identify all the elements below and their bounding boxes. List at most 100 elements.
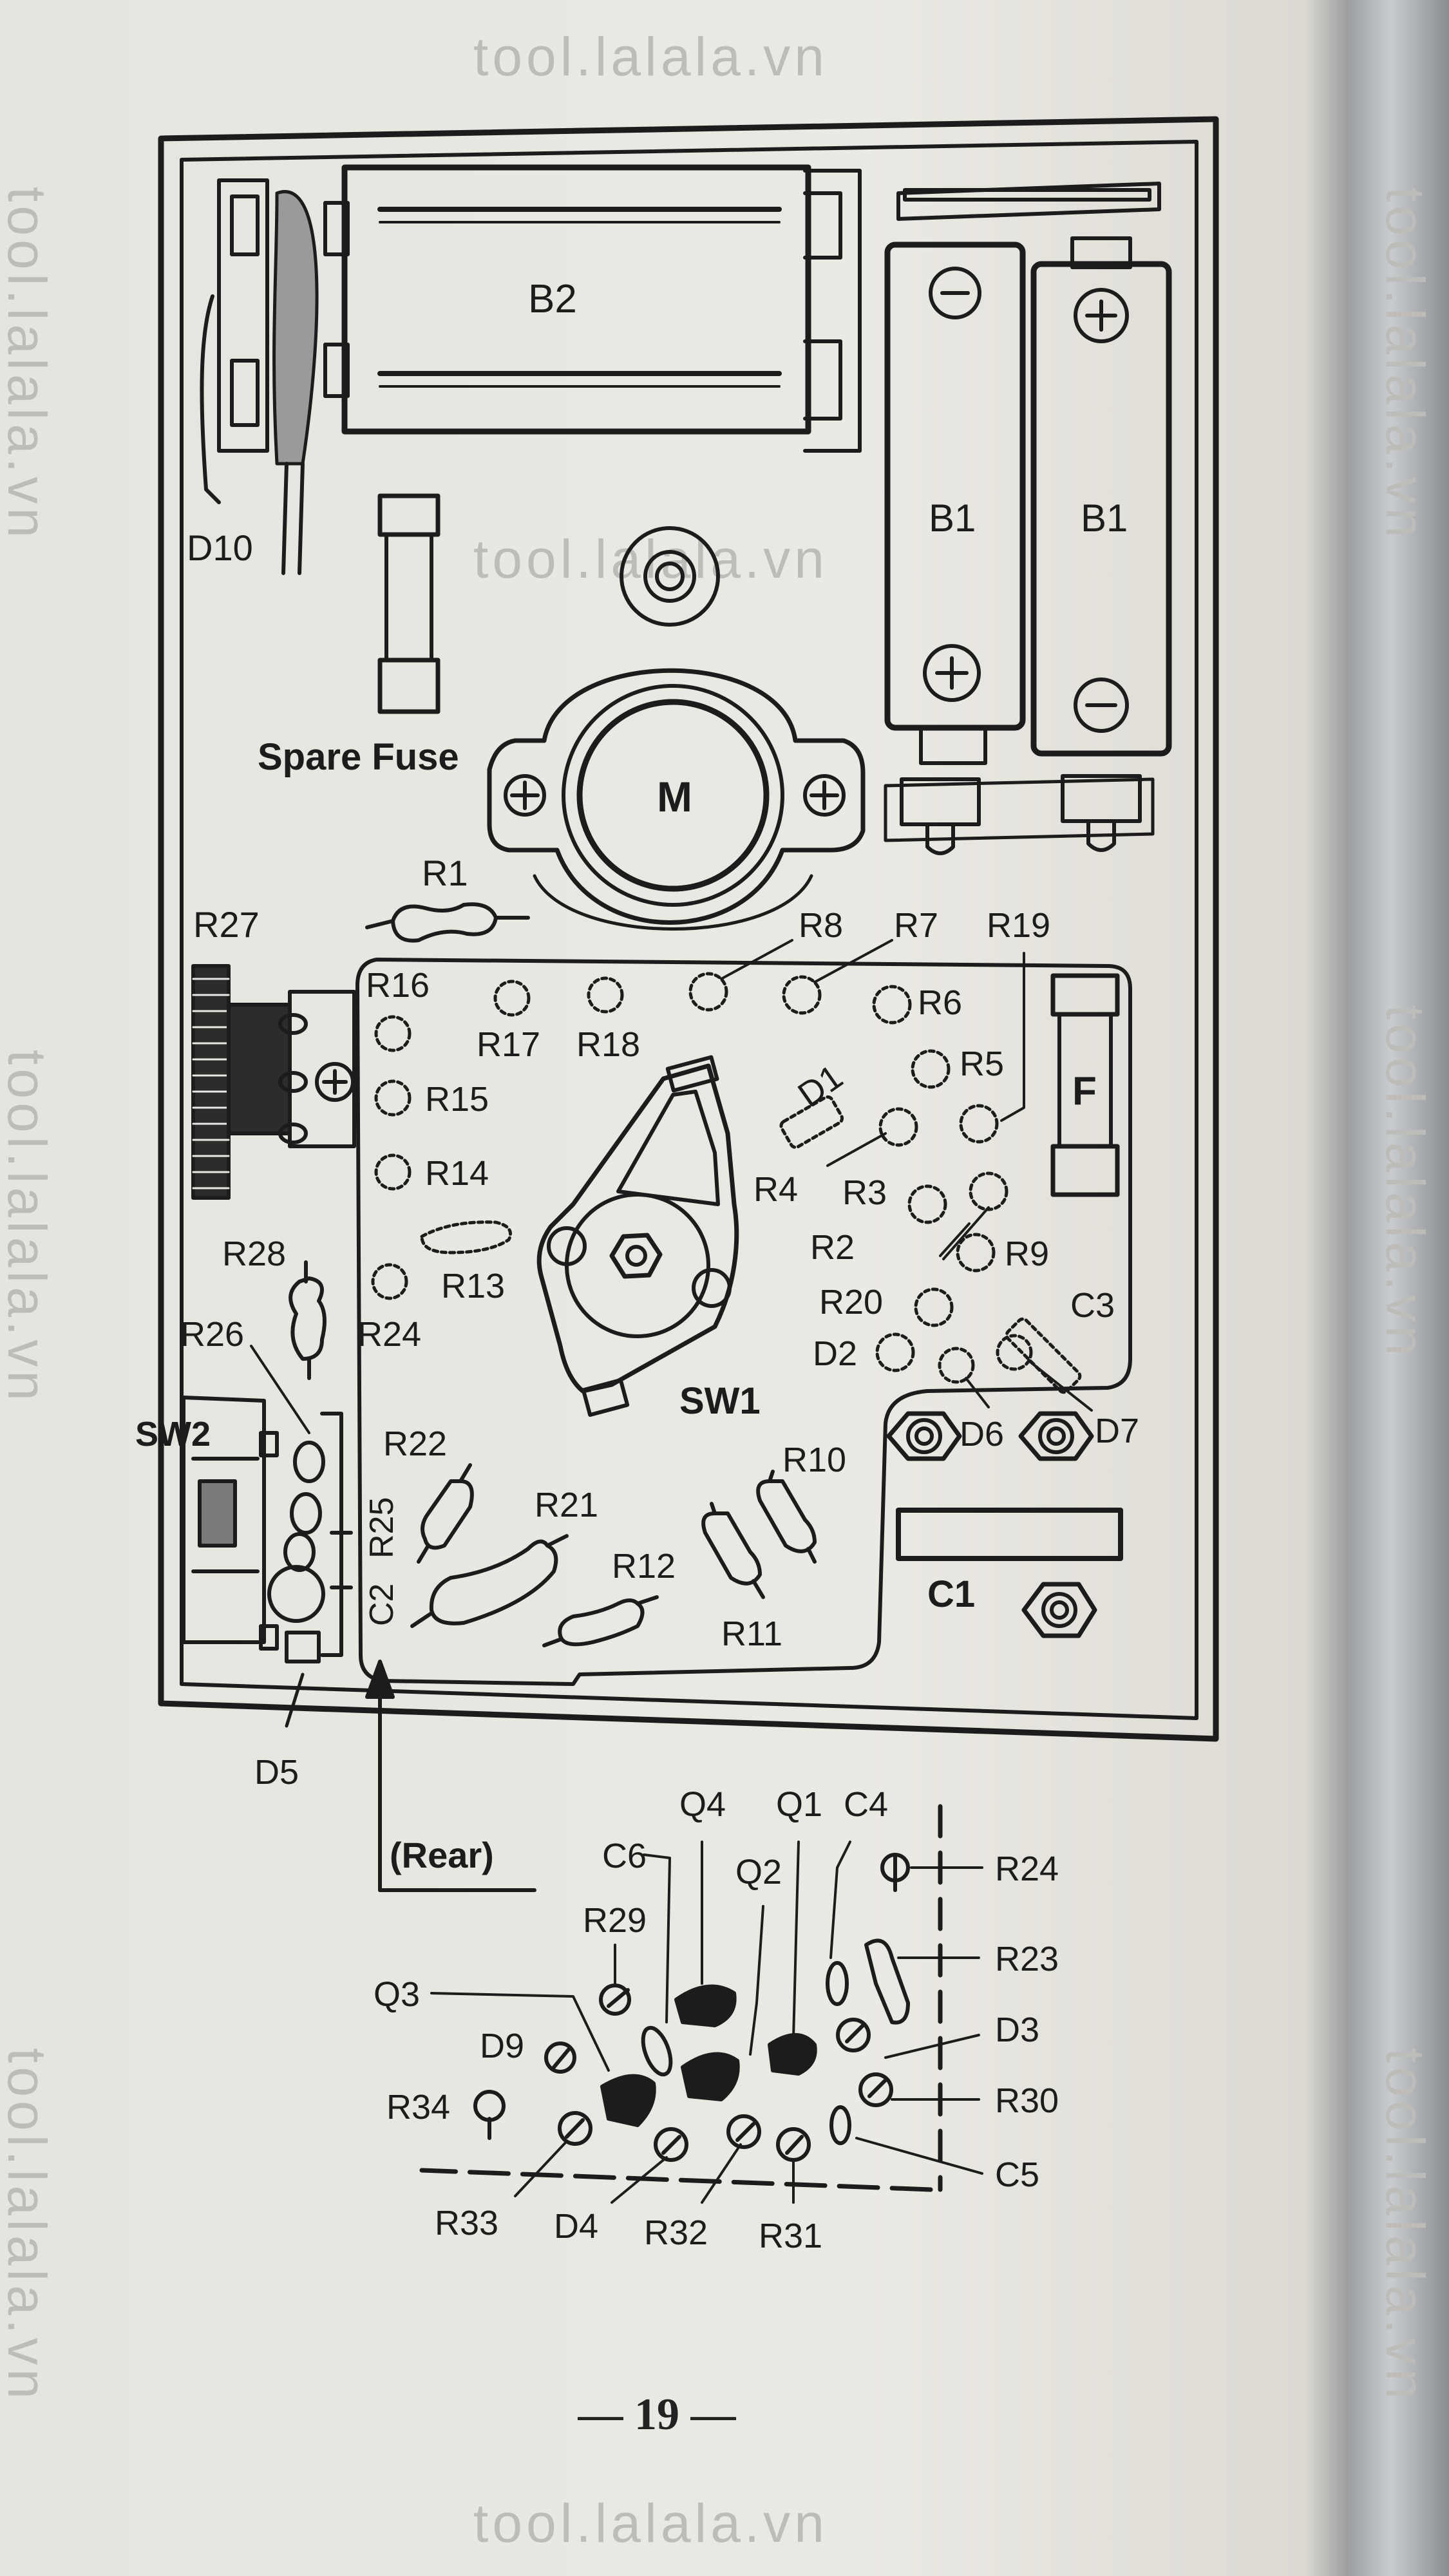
- label-d6: D6: [960, 1415, 1004, 1454]
- label-r6: R6: [918, 983, 962, 1022]
- pad-r2: [969, 1171, 1009, 1211]
- label-d7: D7: [1095, 1412, 1139, 1450]
- label-r1: R1: [422, 853, 468, 893]
- label-b2: B2: [528, 277, 577, 321]
- label-r24-upper: R24: [357, 1315, 421, 1354]
- leader-d5: [285, 1672, 305, 1728]
- label-m: M: [657, 773, 692, 820]
- label-r10: R10: [782, 1441, 846, 1479]
- label-c4: C4: [844, 1785, 888, 1824]
- battery-b1-right: [1030, 236, 1172, 757]
- label-rear: (Rear): [390, 1835, 494, 1875]
- label-r21: R21: [535, 1486, 598, 1524]
- capacitor-c1: [896, 1508, 1123, 1561]
- rear-leader-lines: [430, 1841, 983, 2204]
- resistor-r22: [417, 1463, 474, 1564]
- pad-r16: [374, 1015, 412, 1052]
- label-r28: R28: [222, 1235, 286, 1273]
- resistor-r11: [701, 1502, 765, 1599]
- watermark-mid: tool.lalala.vn: [473, 529, 828, 589]
- resistor-r21: [410, 1534, 569, 1628]
- label-d5: D5: [254, 1753, 299, 1792]
- capacitor-c4: [826, 1961, 849, 2006]
- capacitor-c5: [829, 2105, 851, 2145]
- lead-d9: [544, 2041, 576, 2074]
- resistor-r23: [864, 1938, 910, 2025]
- solder-pads: [371, 972, 1082, 1394]
- resistor-r1: [365, 902, 530, 943]
- pad-r14: [374, 1153, 412, 1191]
- label-r17: R17: [477, 1025, 540, 1064]
- fuse-f: [1050, 973, 1120, 1197]
- battery-b1-left: [884, 242, 1026, 765]
- label-r32: R32: [644, 2213, 708, 2252]
- label-b1-left: B1: [929, 497, 976, 540]
- resistor-r10: [756, 1470, 817, 1564]
- label-r33: R33: [435, 2204, 498, 2242]
- label-d9: D9: [480, 2027, 524, 2065]
- pad-r5: [911, 1049, 951, 1089]
- switch-sw1: [536, 1055, 739, 1417]
- leader-lines: [720, 939, 1093, 1412]
- label-r15: R15: [425, 1080, 489, 1119]
- pad-r13: [420, 1220, 512, 1255]
- label-r26: R26: [180, 1315, 244, 1354]
- label-r19: R19: [987, 906, 1050, 945]
- label-sw1: SW1: [679, 1380, 761, 1422]
- resistor-r28: [289, 1260, 327, 1380]
- post: [620, 526, 720, 627]
- label-r30: R30: [995, 2081, 1059, 2120]
- label-c6: C6: [602, 1837, 647, 1875]
- label-r24-lower: R24: [995, 1850, 1059, 1888]
- pad-r17: [493, 980, 531, 1017]
- transistor-q4: [674, 1984, 737, 2027]
- label-b1-right: B1: [1081, 497, 1128, 540]
- label-c1: C1: [927, 1573, 975, 1615]
- label-r11: R11: [721, 1615, 782, 1653]
- case-outline: [158, 116, 1219, 1742]
- resistor-r12: [542, 1595, 659, 1647]
- label-r31: R31: [759, 2217, 822, 2255]
- lead-r30: [858, 2072, 893, 2107]
- pad-d1: [779, 1095, 844, 1149]
- label-r3: R3: [842, 1173, 887, 1212]
- pad-r19: [959, 1104, 999, 1144]
- label-q1: Q1: [776, 1785, 822, 1824]
- nut-d7: [1018, 1411, 1094, 1461]
- lead-d4: [654, 2127, 688, 2162]
- parts-r26-r25-c2: [267, 1412, 353, 1663]
- pad-r6: [872, 985, 912, 1025]
- label-r25: R25: [363, 1497, 401, 1558]
- label-d2: D2: [813, 1334, 857, 1373]
- nut-c1: [1021, 1582, 1097, 1638]
- switch-sw2: [182, 1396, 279, 1651]
- lead-r33: [558, 2111, 592, 2146]
- watermark-top: tool.lalala.vn: [473, 26, 828, 87]
- label-r18: R18: [576, 1025, 640, 1064]
- label-r12: R12: [612, 1547, 676, 1586]
- label-r13: R13: [441, 1267, 505, 1305]
- pad-r4: [878, 1107, 918, 1147]
- label-r9: R9: [1005, 1235, 1049, 1273]
- pad-d6: [938, 1347, 975, 1384]
- pad-r3: [907, 1184, 947, 1224]
- label-spare-fuse: Spare Fuse: [258, 736, 459, 778]
- label-r7: R7: [894, 906, 938, 945]
- label-q2: Q2: [735, 1853, 782, 1891]
- label-r5: R5: [960, 1045, 1004, 1083]
- pcb-outline: [355, 958, 1132, 1686]
- label-r14: R14: [425, 1154, 489, 1193]
- spare-fuse: [377, 493, 440, 714]
- rear-board: [419, 1804, 943, 2192]
- label-r4: R4: [753, 1170, 798, 1209]
- lead-r29: [599, 1984, 631, 2016]
- battery-holder-top: [896, 182, 1161, 221]
- battery-terminals: [884, 774, 1155, 855]
- label-r2: R2: [810, 1228, 855, 1267]
- capacitor-c6: [641, 2025, 673, 2077]
- lead-d3: [836, 2018, 871, 2052]
- pad-d2: [875, 1332, 915, 1372]
- label-r27: R27: [193, 904, 260, 945]
